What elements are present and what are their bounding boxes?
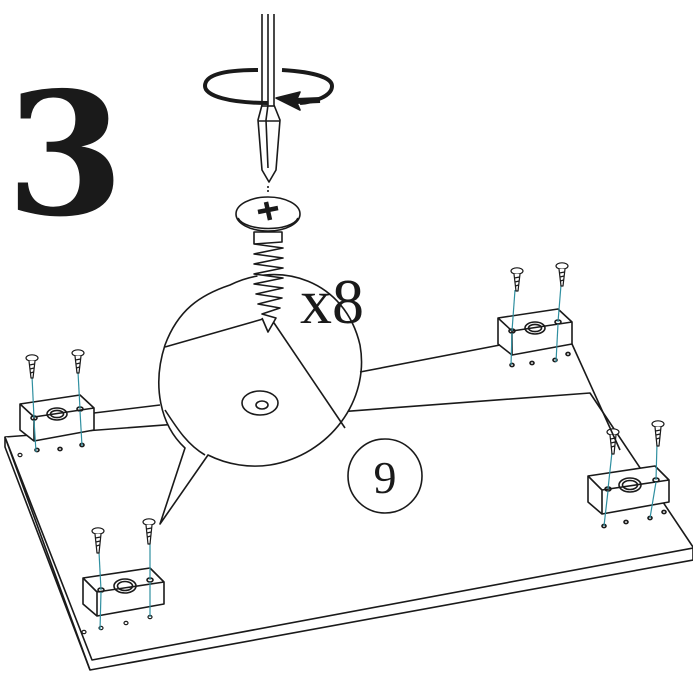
rotation-arrow-icon: [203, 68, 334, 111]
phillips-screwdriver-icon: [257, 14, 281, 192]
screw-guide-lines: [31, 284, 658, 631]
block-top-left: [19, 394, 95, 453]
phillips-screw-icon: [235, 196, 301, 333]
detail-callout: [93, 273, 621, 525]
screw-quantity-label: x8: [300, 266, 364, 337]
small-screw-icon: [25, 262, 665, 554]
base-panel: [4, 392, 693, 671]
part-number-label: 9: [373, 451, 397, 503]
block-top-right: [497, 308, 573, 368]
step-number: 3: [6, 55, 125, 255]
block-bottom-right: [587, 465, 670, 529]
part-number-circle: [347, 438, 423, 514]
